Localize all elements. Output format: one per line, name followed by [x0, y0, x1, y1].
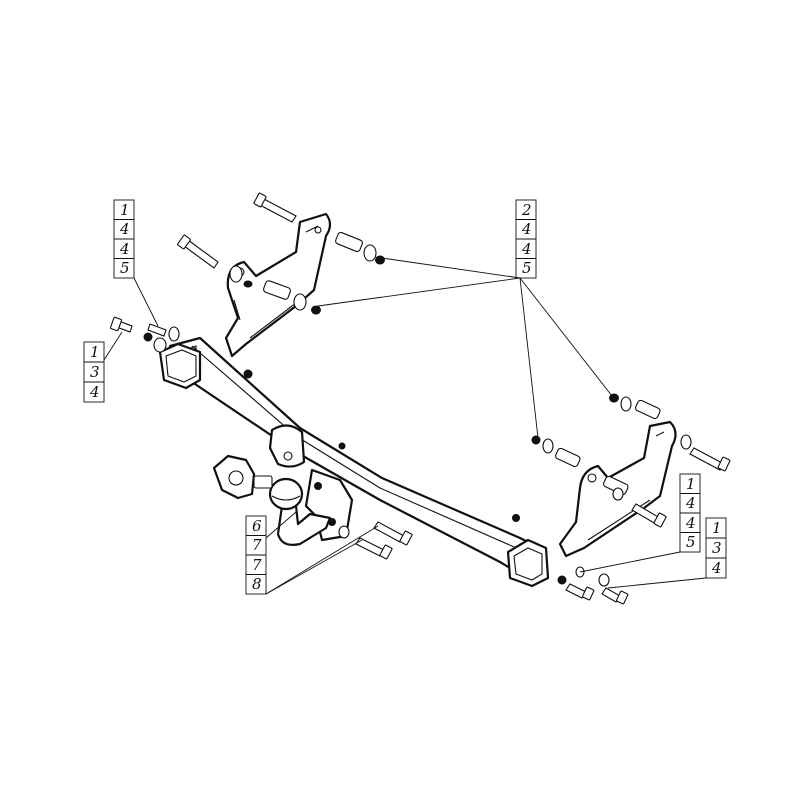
- callout-top-left-line-2: 4: [119, 220, 130, 238]
- leader-lines: [103, 257, 707, 595]
- top-left-fasteners: [177, 192, 385, 315]
- callout-left-line-2: 3: [90, 363, 100, 381]
- callout-left-line-1: 1: [90, 343, 100, 361]
- callout-top-left-line-4: 5: [120, 259, 130, 277]
- ball-mount-bolts: [338, 521, 413, 560]
- callout-top-left: 1 4 4 5: [113, 199, 135, 279]
- callout-left-line-3: 4: [89, 383, 100, 401]
- callout-right-line-3: 4: [685, 514, 696, 532]
- callout-top-right-line-3: 4: [521, 240, 532, 258]
- callout-right-line-4: 5: [686, 533, 696, 551]
- callout-right-line-2: 4: [685, 494, 696, 512]
- callout-ball-line-3: 7: [252, 556, 262, 574]
- left-end-fasteners: [109, 316, 180, 353]
- callout-ball: 6 7 7 8: [245, 515, 267, 595]
- callout-left: 1 3 4: [83, 341, 105, 403]
- callout-right-lower-line-1: 1: [712, 519, 722, 537]
- callout-right-lower: 1 3 4: [705, 517, 727, 579]
- callout-ball-line-2: 7: [252, 536, 262, 554]
- left-bracket: [224, 212, 332, 358]
- callout-right-lower-line-2: 3: [712, 539, 722, 557]
- callout-top-right: 2 4 4 5: [515, 199, 537, 279]
- callout-ball-line-4: 8: [252, 575, 262, 593]
- callout-top-right-line-4: 5: [522, 259, 532, 277]
- callout-top-right-line-2: 4: [521, 220, 532, 238]
- callout-ball-line-1: 6: [252, 517, 262, 535]
- callout-right-lower-line-3: 4: [711, 559, 722, 577]
- callout-right-line-1: 1: [686, 475, 696, 493]
- callout-top-left-line-1: 1: [120, 201, 130, 219]
- callout-top-right-line-1: 2: [521, 201, 532, 219]
- cross-beam: [158, 336, 550, 588]
- callout-top-left-line-3: 4: [119, 240, 130, 258]
- callout-right: 1 4 4 5: [679, 473, 701, 553]
- tow-ball-assembly: [212, 424, 354, 546]
